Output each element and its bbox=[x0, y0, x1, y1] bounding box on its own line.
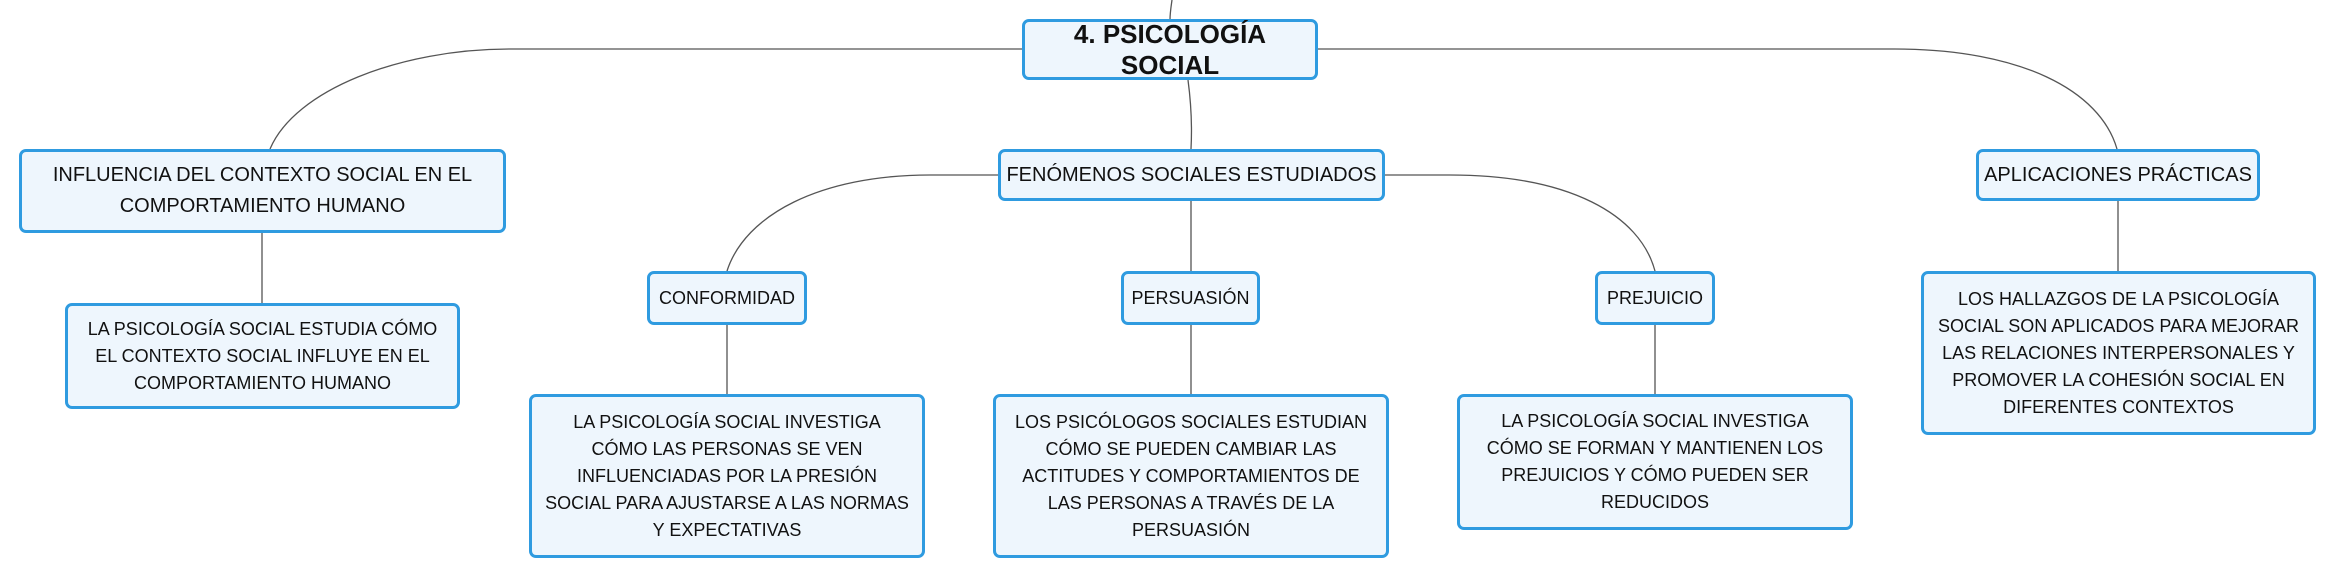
node-fenomenos-sociales[interactable]: FENÓMENOS SOCIALES ESTUDIADOS bbox=[998, 149, 1385, 201]
node-conformidad[interactable]: CONFORMIDAD bbox=[647, 271, 807, 325]
node-persuasion-detail-text: LOS PSICÓLOGOS SOCIALES ESTUDIAN CÓMO SE… bbox=[1014, 411, 1368, 540]
node-aplicaciones-practicas-label: APLICACIONES PRÁCTICAS bbox=[1984, 163, 2252, 186]
node-conformidad-label: CONFORMIDAD bbox=[659, 287, 795, 308]
node-prejuicio-detail-text: LA PSICOLOGÍA SOCIAL INVESTIGA CÓMO SE F… bbox=[1486, 411, 1824, 512]
node-prejuicio[interactable]: PREJUICIO bbox=[1595, 271, 1715, 325]
connector-root-fenomenos bbox=[1187, 79, 1193, 150]
node-prejuicio-label: PREJUICIO bbox=[1606, 287, 1703, 308]
connector-offscreen-parent bbox=[1169, 0, 1173, 21]
connector-fenomenos-prejuicio bbox=[1385, 174, 1656, 272]
node-aplicaciones-detail[interactable]: LOS HALLAZGOS DE LA PSICOLOGÍA SOCIAL SO… bbox=[1921, 271, 2316, 435]
node-conformidad-detail-text: LA PSICOLOGÍA SOCIAL INVESTIGA CÓMO LAS … bbox=[545, 411, 909, 540]
node-influencia-contexto-social[interactable]: INFLUENCIA DEL CONTEXTO SOCIAL EN EL COM… bbox=[19, 149, 506, 233]
node-influencia-contexto-social-label: INFLUENCIA DEL CONTEXTO SOCIAL EN EL COM… bbox=[52, 164, 473, 217]
node-prejuicio-detail[interactable]: LA PSICOLOGÍA SOCIAL INVESTIGA CÓMO SE F… bbox=[1457, 394, 1853, 530]
node-aplicaciones-practicas[interactable]: APLICACIONES PRÁCTICAS bbox=[1976, 149, 2260, 201]
connector-fenomenos-conformidad bbox=[726, 174, 998, 272]
node-influencia-detail-text: LA PSICOLOGÍA SOCIAL ESTUDIA CÓMO EL CON… bbox=[87, 318, 438, 393]
node-persuasion-label: PERSUASIÓN bbox=[1131, 287, 1250, 308]
node-persuasion[interactable]: PERSUASIÓN bbox=[1121, 271, 1260, 325]
node-fenomenos-sociales-label: FENÓMENOS SOCIALES ESTUDIADOS bbox=[1006, 163, 1377, 186]
connector-root-aplicaciones bbox=[1318, 48, 2118, 150]
node-aplicaciones-detail-text: LOS HALLAZGOS DE LA PSICOLOGÍA SOCIAL SO… bbox=[1937, 288, 2300, 417]
node-influencia-detail[interactable]: LA PSICOLOGÍA SOCIAL ESTUDIA CÓMO EL CON… bbox=[65, 303, 460, 409]
node-conformidad-detail[interactable]: LA PSICOLOGÍA SOCIAL INVESTIGA CÓMO LAS … bbox=[529, 394, 925, 558]
root-node-label: 4. PSICOLOGÍA SOCIAL bbox=[1073, 18, 1267, 80]
root-node[interactable]: 4. PSICOLOGÍA SOCIAL bbox=[1022, 19, 1318, 80]
connector-root-influencia bbox=[269, 48, 1022, 150]
node-persuasion-detail[interactable]: LOS PSICÓLOGOS SOCIALES ESTUDIAN CÓMO SE… bbox=[993, 394, 1389, 558]
